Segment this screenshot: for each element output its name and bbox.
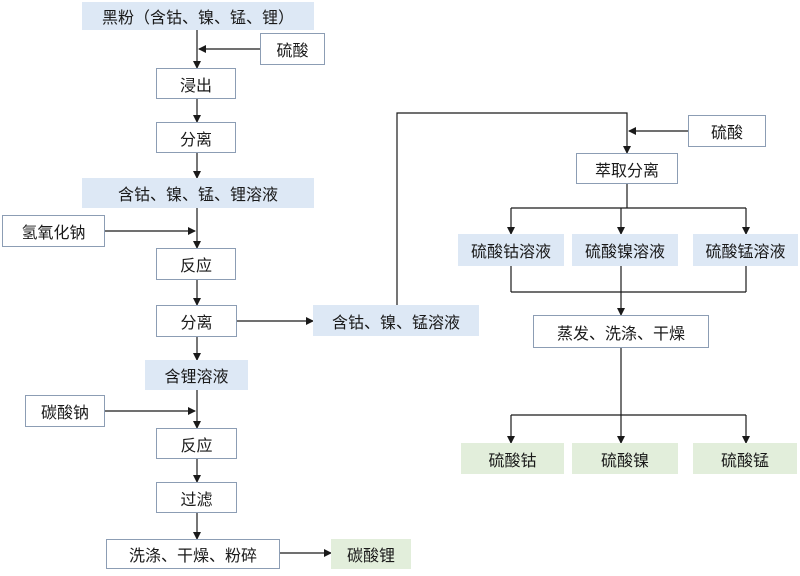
node-label: 氢氧化钠 — [21, 223, 86, 242]
node-label: 硫酸 — [710, 123, 743, 142]
node-label: 硫酸锰 — [720, 450, 769, 470]
node-wash-dry-grind: 洗涤、干燥、粉碎 — [106, 539, 280, 569]
node-label: 过滤 — [180, 489, 213, 509]
node-coso4-solution: 硫酸钴溶液 — [458, 234, 564, 266]
node-filter: 过滤 — [156, 482, 237, 513]
node-cobalt-sulfate: 硫酸钴 — [461, 443, 564, 474]
node-label: 浸出 — [179, 75, 212, 95]
node-nickel-sulfate: 硫酸镍 — [572, 443, 678, 474]
arrow-co-ni-mn-to-extract — [396, 112, 631, 305]
node-sulfuric-acid-input: 硫酸 — [260, 33, 325, 65]
node-label: 萃取分离 — [594, 160, 659, 180]
node-lithium-carbonate: 碳酸锂 — [331, 539, 411, 569]
node-react-1: 反应 — [156, 248, 236, 280]
node-mnso4-solution: 硫酸锰溶液 — [693, 234, 798, 266]
node-label: 碳酸锂 — [346, 546, 395, 565]
node-extract-separate: 萃取分离 — [576, 153, 678, 184]
node-separate-2: 分离 — [156, 305, 237, 337]
node-evaporate-wash-dry: 蒸发、洗涤、干燥 — [533, 315, 709, 348]
node-label: 洗涤、干燥、粉碎 — [128, 546, 257, 565]
node-label: 硫酸 — [276, 41, 309, 60]
node-sodium-carbonate: 碳酸钠 — [25, 395, 105, 427]
node-mixed-solution: 含钴、镍、锰、锂溶液 — [82, 178, 314, 208]
node-lithium-solution: 含锂溶液 — [145, 360, 248, 390]
node-label: 硫酸镍 — [600, 450, 649, 470]
node-label: 含钴、镍、锰溶液 — [331, 312, 460, 332]
node-label: 硫酸钴 — [488, 450, 537, 470]
node-label: 反应 — [180, 435, 213, 455]
node-label: 含钴、镍、锰、锂溶液 — [117, 185, 278, 204]
node-separate-1: 分离 — [156, 122, 236, 153]
node-co-ni-mn-solution: 含钴、镍、锰溶液 — [313, 305, 479, 336]
node-label: 硫酸镍溶液 — [584, 242, 665, 261]
node-label: 硫酸锰溶液 — [705, 242, 786, 261]
node-react-2: 反应 — [156, 428, 237, 459]
node-label: 碳酸钠 — [40, 403, 89, 422]
node-label: 反应 — [179, 256, 212, 275]
node-sodium-hydroxide: 氢氧化钠 — [2, 215, 105, 247]
node-label: 硫酸钴溶液 — [470, 242, 551, 261]
node-label: 分离 — [180, 313, 213, 332]
node-sulfuric-acid-input-2: 硫酸 — [688, 115, 766, 147]
node-black-powder: 黑粉（含钴、镍、锰、锂） — [82, 2, 314, 30]
node-label: 蒸发、洗涤、干燥 — [556, 323, 685, 343]
node-manganese-sulfate: 硫酸锰 — [693, 443, 797, 474]
node-label: 分离 — [179, 129, 212, 149]
node-niso4-solution: 硫酸镍溶液 — [572, 234, 678, 266]
node-label: 含锂溶液 — [164, 367, 229, 386]
node-leach: 浸出 — [156, 68, 236, 99]
node-label: 黑粉（含钴、镍、锰、锂） — [101, 8, 294, 27]
